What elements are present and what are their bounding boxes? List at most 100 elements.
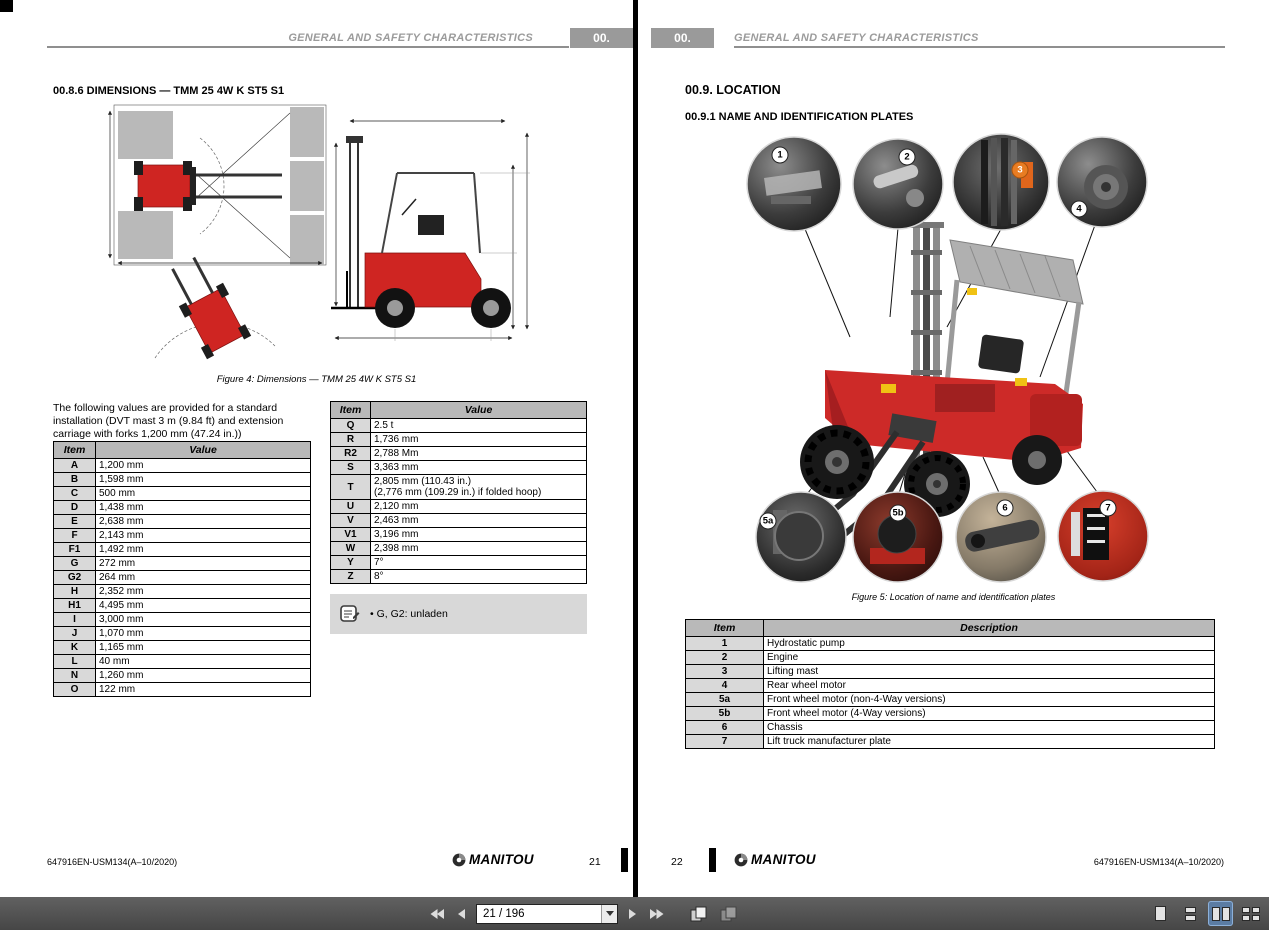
- value-cell: 2,143 mm: [95, 528, 311, 543]
- left-arrow-icon: [458, 908, 465, 919]
- item-cell: J: [53, 626, 96, 641]
- facing-continuous-icon: [1241, 906, 1260, 921]
- manitou-logo: MANITOU: [452, 852, 534, 867]
- item-cell: 5a: [685, 692, 764, 707]
- page-forward-fast-button[interactable]: [647, 906, 666, 922]
- manitou-logo-text: MANITOU: [469, 852, 534, 867]
- intro-paragraph: The following values are provided for a …: [53, 402, 284, 440]
- manitou-logo-icon: [452, 853, 466, 866]
- figure-4-caption: Figure 4: Dimensions — TMM 25 4W K ST5 S…: [216, 374, 417, 385]
- previous-page-button[interactable]: [455, 906, 468, 922]
- value-cell: 2,352 mm: [95, 584, 311, 599]
- value-cell: 4,495 mm: [95, 598, 311, 613]
- continuous-view-button[interactable]: [1178, 901, 1203, 926]
- chapter-tab: 00.: [570, 28, 633, 48]
- value-cell: 1,070 mm: [95, 626, 311, 641]
- item-cell: R2: [330, 446, 371, 461]
- value-cell: 500 mm: [95, 486, 311, 501]
- facing-continuous-view-button[interactable]: [1238, 901, 1263, 926]
- footer-bar: [709, 848, 716, 872]
- item-cell: 2: [685, 650, 764, 665]
- item-cell: T: [330, 474, 371, 500]
- snapshot-button[interactable]: [718, 904, 740, 924]
- header-rule: [734, 46, 1225, 48]
- value-cell: 1,736 mm: [370, 432, 587, 447]
- chapter-tab: 00.: [651, 28, 714, 48]
- section-title: 00.8.6 DIMENSIONS — TMM 25 4W K ST5 S1: [53, 85, 285, 97]
- value-cell: 40 mm: [95, 654, 311, 669]
- copy-page-button[interactable]: [688, 904, 710, 924]
- value-cell: Rear wheel motor: [763, 678, 1215, 693]
- value-cell: 1,165 mm: [95, 640, 311, 655]
- value-cell: 8°: [370, 569, 587, 584]
- facing-pages-view-button[interactable]: [1208, 901, 1233, 926]
- value-cell: 3,196 mm: [370, 527, 587, 542]
- callout-badge-6: 6: [996, 499, 1014, 517]
- right-arrow-icon: [629, 908, 636, 919]
- item-cell: F1: [53, 542, 96, 557]
- pdf-toolbar: [0, 897, 1269, 930]
- item-cell: C: [53, 486, 96, 501]
- manitou-logo: MANITOU: [734, 852, 816, 867]
- item-cell: 1: [685, 636, 764, 651]
- value-cell: 3,000 mm: [95, 612, 311, 627]
- page-navigation-group: [428, 897, 740, 930]
- item-cell: S: [330, 460, 371, 475]
- page-number-dropdown[interactable]: [601, 904, 617, 923]
- view-mode-group: [1148, 901, 1263, 926]
- column-header: Item: [53, 441, 96, 459]
- column-header: Item: [330, 401, 371, 419]
- item-cell: G2: [53, 570, 96, 585]
- value-cell: 272 mm: [95, 556, 311, 571]
- callout-badge-2: 2: [898, 148, 916, 166]
- page-number-field: [476, 903, 618, 924]
- callout-badge-5a: 5a: [759, 512, 777, 530]
- item-cell: 5b: [685, 706, 764, 721]
- doc-reference: 647916EN-USM134(A–10/2020): [1093, 857, 1224, 867]
- page-number: 22: [671, 856, 683, 868]
- value-cell: 2,120 mm: [370, 499, 587, 514]
- note-icon: [340, 605, 360, 622]
- note-text: G, G2: unladen: [370, 608, 448, 620]
- item-cell: W: [330, 541, 371, 556]
- doc-reference: 647916EN-USM134(A–10/2020): [47, 857, 178, 867]
- item-cell: L: [53, 654, 96, 669]
- page-back-fast-button[interactable]: [428, 906, 447, 922]
- page-number-input[interactable]: [477, 904, 601, 923]
- single-page-view-button[interactable]: [1148, 901, 1173, 926]
- value-cell: 122 mm: [95, 682, 311, 697]
- item-cell: V: [330, 513, 371, 528]
- item-cell: A: [53, 458, 96, 473]
- item-cell: Q: [330, 418, 371, 433]
- continuous-pages-icon: [1185, 906, 1196, 921]
- running-header: GENERAL AND SAFETY CHARACTERISTICS: [734, 32, 979, 44]
- note-box: G, G2: unladen: [330, 594, 587, 634]
- value-cell: 2,788 Mm: [370, 446, 587, 461]
- item-cell: 7: [685, 734, 764, 749]
- page-corner-artifact: [0, 0, 13, 12]
- manitou-logo-text: MANITOU: [751, 852, 816, 867]
- next-page-button[interactable]: [626, 906, 639, 922]
